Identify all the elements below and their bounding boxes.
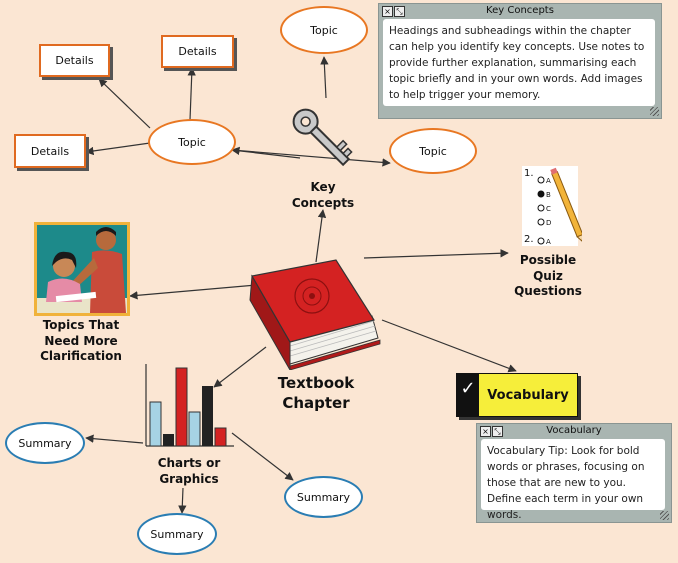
quiz-number-1: 1. bbox=[524, 168, 534, 179]
topic-node-top[interactable]: Topic bbox=[280, 6, 368, 54]
connector-charts-summary-right bbox=[231, 432, 294, 481]
quiz-label: Possible Quiz Questions bbox=[514, 253, 582, 299]
checkmark-icon: ✓ bbox=[457, 374, 479, 416]
key-concepts-label: Key Concepts bbox=[291, 180, 355, 210]
note-header: × ⤡ Key Concepts bbox=[379, 4, 661, 18]
summary-node-right[interactable]: Summary bbox=[284, 476, 363, 518]
charts-label: Charts or Graphics bbox=[157, 456, 221, 486]
connector-charts-summary-bottom bbox=[178, 487, 187, 514]
connector-center-clarification bbox=[129, 284, 257, 300]
resize-icon[interactable]: ⤡ bbox=[492, 426, 503, 437]
resize-grip-icon[interactable] bbox=[660, 511, 669, 520]
central-label: Textbook Chapter bbox=[277, 374, 355, 412]
connector-topic-details-2 bbox=[187, 67, 196, 121]
quiz-option: C bbox=[546, 205, 551, 213]
details-box-3[interactable]: Details bbox=[14, 134, 86, 168]
note-title: Key Concepts bbox=[486, 5, 554, 16]
details-box-1[interactable]: Details bbox=[39, 44, 110, 77]
details-box-2[interactable]: Details bbox=[161, 35, 234, 68]
connector-topic-left-right bbox=[231, 149, 391, 167]
bar-chart-icon bbox=[145, 364, 234, 447]
clarification-label: Topics That Need More Clarification bbox=[40, 318, 122, 364]
close-icon[interactable]: × bbox=[382, 6, 393, 17]
note-header: × ⤡ Vocabulary bbox=[477, 424, 671, 438]
resize-icon[interactable]: ⤡ bbox=[394, 6, 405, 17]
note-text: Headings and subheadings within the chap… bbox=[383, 19, 655, 106]
key-icon bbox=[292, 108, 353, 167]
resize-grip-icon[interactable] bbox=[650, 107, 659, 116]
connector-center-key bbox=[315, 209, 327, 263]
connector-topic-details-1 bbox=[98, 78, 151, 129]
note-vocabulary[interactable]: × ⤡ Vocabulary Vocabulary Tip: Look for … bbox=[476, 423, 672, 523]
connector-key-topic-top bbox=[320, 56, 329, 99]
quiz-sheet-icon: 1. A B C D A 2. bbox=[522, 166, 582, 246]
book-icon bbox=[249, 259, 381, 370]
teacher-student-image bbox=[34, 222, 130, 316]
close-icon[interactable]: × bbox=[480, 426, 491, 437]
vocabulary-node[interactable]: ✓ Vocabulary bbox=[456, 373, 578, 417]
note-key-concepts[interactable]: × ⤡ Key Concepts Headings and subheading… bbox=[378, 3, 662, 119]
connector-topic-details-3 bbox=[85, 142, 151, 156]
topic-node-right[interactable]: Topic bbox=[389, 128, 477, 174]
summary-node-bottom[interactable]: Summary bbox=[137, 513, 217, 555]
connector-center-vocabulary bbox=[381, 319, 517, 373]
note-text: Vocabulary Tip: Look for bold words or p… bbox=[481, 439, 665, 521]
quiz-number-2: 2. bbox=[524, 234, 534, 245]
connector-center-charts bbox=[213, 346, 267, 388]
note-title: Vocabulary bbox=[546, 425, 602, 436]
connector-charts-summary-left bbox=[85, 434, 144, 444]
quiz-option: A bbox=[546, 177, 551, 185]
pencil-icon bbox=[550, 167, 582, 243]
quiz-option: D bbox=[546, 219, 551, 227]
vocabulary-label: Vocabulary bbox=[487, 387, 569, 403]
summary-node-left[interactable]: Summary bbox=[5, 422, 85, 464]
connector-center-quiz bbox=[363, 249, 509, 259]
quiz-option: B bbox=[546, 191, 551, 199]
quiz-option: A bbox=[546, 238, 551, 246]
topic-node-left[interactable]: Topic bbox=[148, 119, 236, 165]
